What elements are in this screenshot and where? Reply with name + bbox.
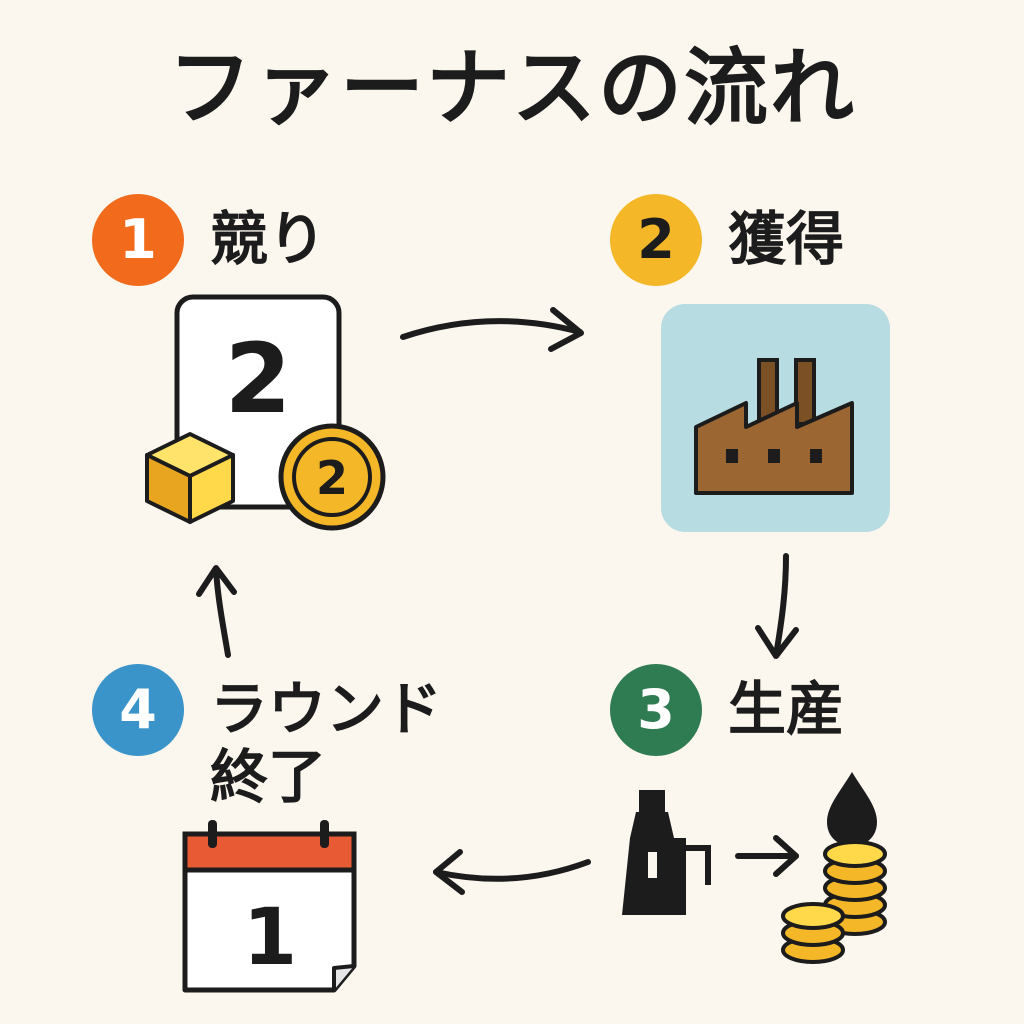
step-3-number: 3 [637,678,675,741]
step-4-badge: 4 [92,664,184,756]
coin-value: 2 [316,451,348,505]
calendar-value: 1 [243,893,297,983]
calendar-icon: 1 [182,820,357,993]
factory-icon [661,304,890,532]
step-3-badge: 3 [610,664,702,756]
step-2-label: 獲得 [728,205,845,273]
oil-drop-icon [827,772,877,846]
step-3-label: 生産 [728,675,845,743]
step-4-label-line1: ラウンド [210,675,443,743]
step-1-label: 競り [210,205,327,273]
arrow-left-icon [433,849,591,895]
step-1-number: 1 [119,208,157,271]
production-icon [622,772,887,964]
step-2-number: 2 [637,208,675,271]
step-4-number: 4 [119,678,157,741]
arrow-small-right-icon [735,835,799,877]
auction-card-icon: 2 2 [145,294,386,531]
bottle-icon [622,790,711,915]
arrow-up-icon [196,565,237,658]
page-title: ファーナスの流れ [167,39,856,137]
card-value: 2 [225,323,292,435]
arrow-down-icon [755,553,799,659]
arrow-right-icon [400,307,584,352]
cube-icon [145,432,235,524]
step-1-badge: 1 [92,194,184,286]
coin-icon: 2 [278,423,386,531]
coin-stack-icon [781,840,887,964]
step-2-badge: 2 [610,194,702,286]
step-4-label-line2: 終了 [210,743,327,811]
